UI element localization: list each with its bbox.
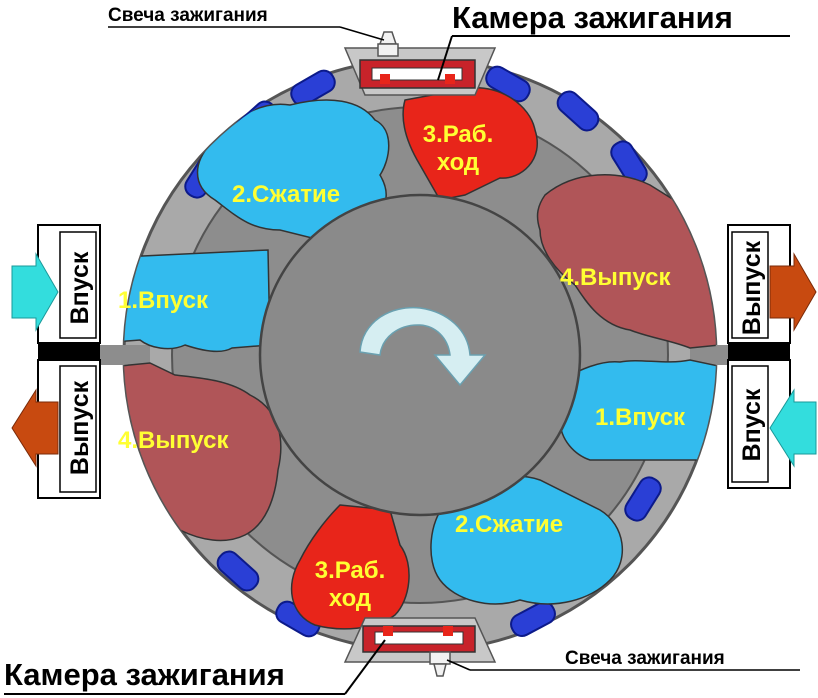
- right-divider: [690, 345, 735, 365]
- stage-intake-right: 1.Впуск: [595, 404, 686, 431]
- chamber-top-leader: [437, 35, 453, 81]
- stage-compression-bottom: 2.Сжатие: [455, 511, 563, 538]
- rotor: [258, 193, 582, 517]
- stage-power-bottom-2: ход: [329, 585, 371, 612]
- spark-plug-top-caption: Свеча зажигания: [108, 5, 268, 26]
- stage-power-bottom-1: 3.Раб.: [315, 557, 386, 584]
- spark-plug-top-icon: [377, 31, 399, 57]
- right-port-separator: [728, 343, 790, 360]
- spark-plug-bottom-leader: [446, 659, 471, 671]
- stage-intake-left: 1.Впуск: [118, 287, 209, 314]
- chamber-power-top: [402, 87, 538, 201]
- right-intake-port: [727, 359, 817, 489]
- chamber-intake-left: [124, 249, 271, 353]
- chamber-intake-right: [559, 359, 716, 461]
- spark-plug-bottom-icon: [429, 651, 451, 677]
- stage-power-top-2: ход: [437, 149, 479, 176]
- spark-plug-bottom-caption: Свеча зажигания: [565, 648, 725, 669]
- ignition-chamber-bottom: [343, 617, 497, 663]
- right-exhaust-port: [727, 224, 817, 344]
- left-divider: [100, 345, 150, 365]
- stage-exhaust-right: 4.Выпуск: [560, 264, 671, 291]
- chamber-bottom-leader: [344, 639, 386, 695]
- chamber-power-bottom: [290, 504, 410, 630]
- left-intake-port: [11, 224, 101, 344]
- stage-exhaust-left: 4.Выпуск: [118, 427, 229, 454]
- left-exhaust-label: Выпуск: [66, 380, 94, 475]
- chamber-compression-bottom: [430, 475, 624, 605]
- chamber-bottom-caption: Камера зажигания: [4, 657, 285, 692]
- rotation-arrow-icon: [359, 306, 487, 387]
- left-exhaust-port: [11, 359, 101, 499]
- chamber-compression-top: [196, 99, 390, 241]
- right-intake-label: Впуск: [738, 388, 766, 461]
- spark-plug-top-leader: [339, 26, 385, 41]
- stage-compression-top: 2.Сжатие: [232, 181, 340, 208]
- left-intake-label: Впуск: [66, 251, 94, 324]
- chamber-exhaust-right: [536, 174, 716, 349]
- chamber-top-caption: Камера зажигания: [452, 0, 733, 35]
- stage-power-top-1: 3.Раб.: [423, 121, 494, 148]
- right-exhaust-label: Выпуск: [738, 240, 766, 335]
- ignition-chamber-top: [343, 47, 497, 96]
- left-port-separator: [38, 343, 100, 360]
